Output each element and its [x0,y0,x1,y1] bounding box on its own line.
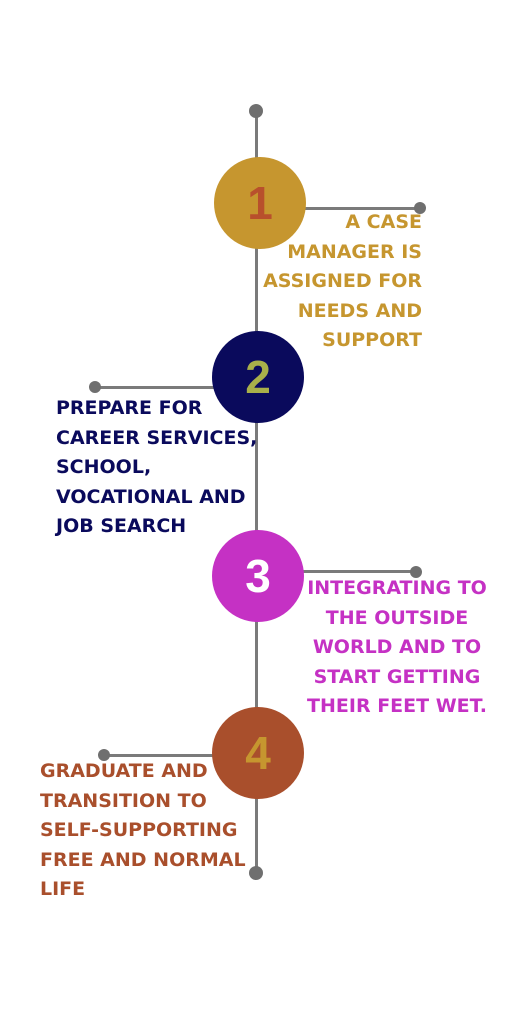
step-2-circle: 2 [212,331,304,423]
step-4-number: 4 [245,727,271,779]
step-1-connector-dot [414,202,426,214]
step-1-connector [300,207,420,210]
step-1-number: 1 [247,177,273,229]
step-4-connector-dot [98,749,110,761]
step-4-connector [104,754,216,757]
step-3-connector-dot [410,566,422,578]
step-2-connector [96,386,216,389]
step-2-text: PREPARE FOR CAREER SERVICES, SCHOOL, VOC… [56,397,258,537]
step-1-circle: 1 [214,157,306,249]
step-3-number: 3 [245,550,271,602]
step-4-text: GRADUATE AND TRANSITION TO SELF-SUPPORTI… [40,760,246,900]
step-1-text: A CASE MANAGER IS ASSIGNED FOR NEEDS AND… [263,211,422,351]
timeline-spine [255,112,258,874]
step-3-connector [300,570,418,573]
step-3-text: INTEGRATING TO THE OUTSIDE WORLD AND TO … [307,577,487,717]
step-2-connector-dot [89,381,101,393]
timeline-top-dot [249,104,263,118]
step-3-circle: 3 [212,530,304,622]
step-2-number: 2 [245,351,271,403]
step-4-circle: 4 [212,707,304,799]
timeline-bottom-dot [249,866,263,880]
